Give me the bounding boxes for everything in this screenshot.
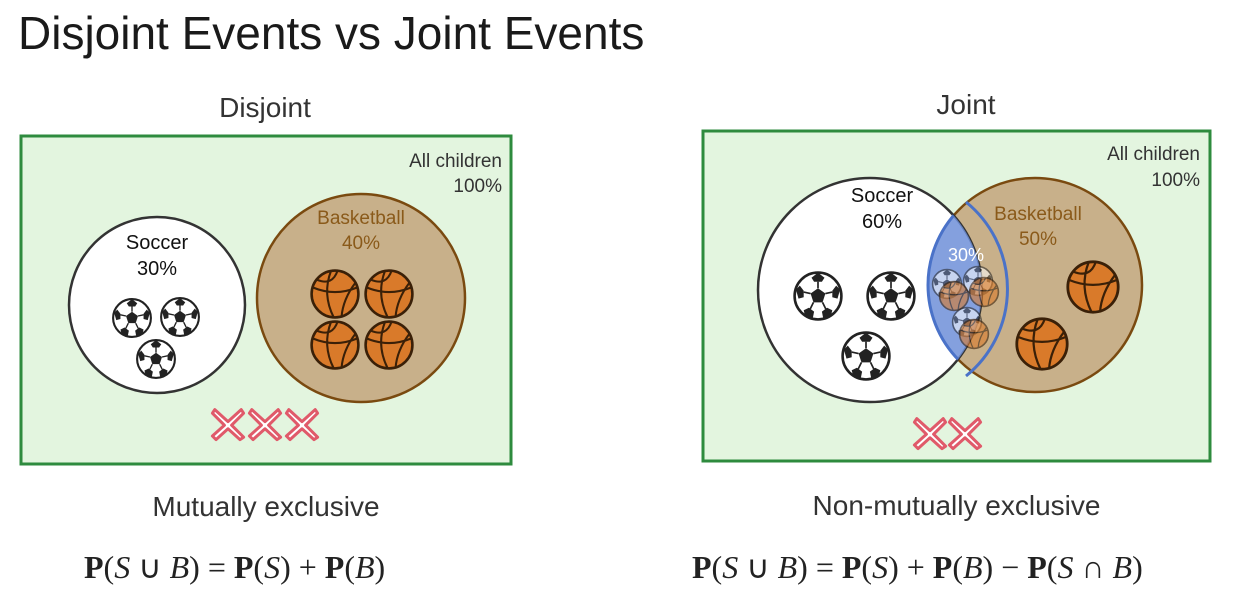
disjoint-soccer-pct: 30% (137, 258, 177, 280)
joint-soccer-name: Soccer (851, 185, 914, 207)
soccer-ball-icon (136, 339, 176, 379)
joint-soccer-pct: 60% (862, 211, 902, 233)
basketball-icon (364, 320, 414, 370)
disjoint-soccer-circle (67, 215, 247, 395)
formula-term-b: P(B) (324, 549, 386, 585)
basketball-icon (364, 269, 414, 319)
basketball-icon (310, 269, 360, 319)
formula-term-intersection: P(S ∩ B) (1027, 549, 1143, 585)
formula-term-s: P(S) (841, 549, 899, 585)
formula-minus: − (1001, 549, 1020, 585)
disjoint-caption: Mutually exclusive (152, 491, 380, 522)
overlap-basketball-icon (958, 318, 990, 350)
joint-caption: Non-mutually exclusive (812, 490, 1101, 521)
overlap-basketball-icon (938, 280, 970, 312)
formula-term-b: P(B) (932, 549, 994, 585)
formula-equals: = (815, 549, 834, 585)
joint-formula: P(S ∪ B) = P(S) + P(B) − P(S ∩ B) (692, 548, 1143, 586)
overlap-basketball-icon (968, 276, 1000, 308)
formula-plus: + (906, 549, 925, 585)
disjoint-basketball-name: Basketball (317, 208, 405, 229)
joint-universe-pct: 100% (1151, 170, 1200, 191)
basketball-icon (310, 320, 360, 370)
page-title: Disjoint Events vs Joint Events (18, 7, 645, 59)
soccer-ball-icon (112, 298, 152, 338)
joint-basketball-name: Basketball (994, 204, 1082, 225)
formula-lhs: P(S ∪ B) (84, 549, 200, 585)
formula-lhs: P(S ∪ B) (692, 549, 808, 585)
disjoint-soccer-name: Soccer (126, 232, 189, 254)
soccer-ball-icon (841, 331, 891, 381)
basketball-icon (1015, 317, 1069, 371)
disjoint-basketball-pct: 40% (342, 233, 380, 254)
formula-plus: + (298, 549, 317, 585)
joint-soccer-outline-arc (965, 200, 1009, 378)
disjoint-panel-label: Disjoint (219, 92, 311, 123)
formula-equals: = (207, 549, 226, 585)
joint-panel-label: Joint (936, 89, 996, 120)
joint-overlap-pct: 30% (948, 245, 984, 265)
disjoint-formula: P(S ∪ B) = P(S) + P(B) (84, 548, 385, 586)
soccer-ball-icon (160, 297, 200, 337)
disjoint-universe-label: All children (409, 151, 502, 172)
joint-universe-label: All children (1107, 144, 1200, 165)
soccer-ball-icon (793, 271, 843, 321)
soccer-ball-icon (866, 271, 916, 321)
disjoint-universe-pct: 100% (453, 176, 502, 197)
formula-term-s: P(S) (233, 549, 291, 585)
joint-basketball-pct: 50% (1019, 229, 1057, 250)
basketball-icon (1066, 260, 1120, 314)
